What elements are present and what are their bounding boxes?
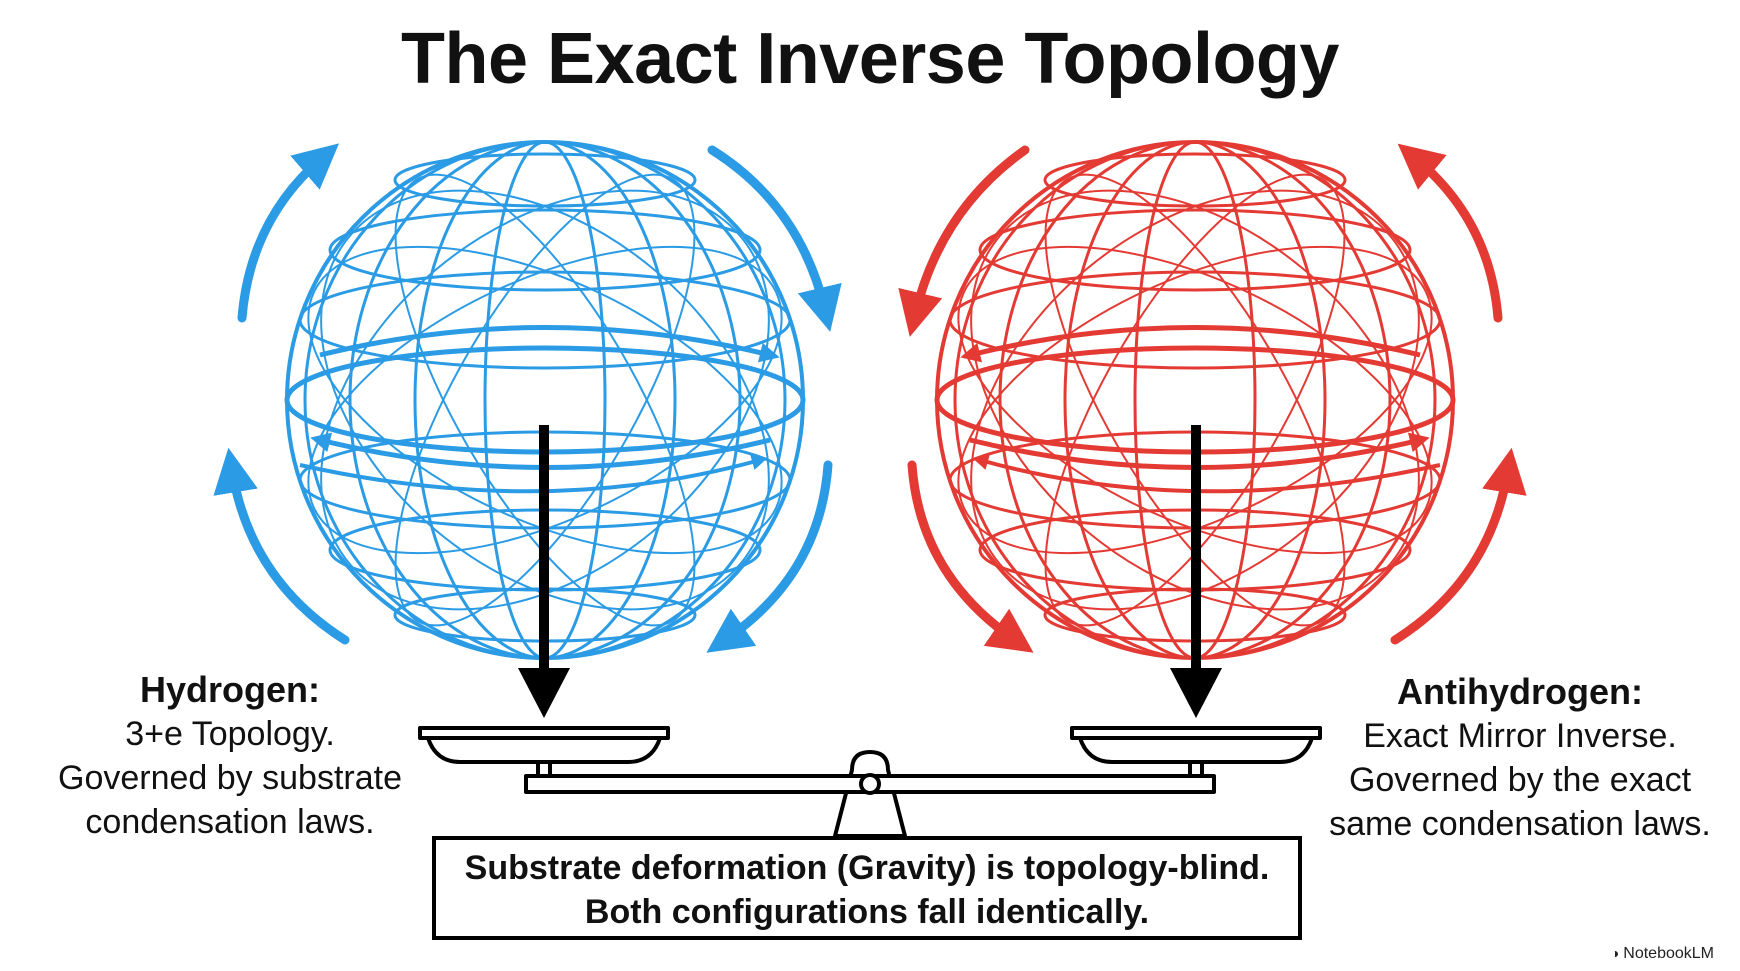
rotation-arrow-icon xyxy=(213,447,350,645)
hydrogen-heading: Hydrogen: xyxy=(140,669,320,710)
rotation-arrow-icon xyxy=(707,145,842,332)
rotation-arrow-icon xyxy=(898,145,1030,337)
antihydrogen-line-2: Governed by the exact xyxy=(1348,761,1692,799)
watermark: ◑NotebookLM xyxy=(1611,945,1714,963)
hydrogen-line-1: 3+e Topology. xyxy=(125,715,335,753)
antihydrogen-heading: Antihydrogen: xyxy=(1397,671,1643,712)
hydrogen-rotation-arrows xyxy=(213,143,842,653)
rotation-arrow-icon xyxy=(237,143,340,323)
rotation-arrow-icon xyxy=(907,460,1034,653)
rotation-arrow-icon xyxy=(1390,447,1527,645)
hydrogen-caption: Hydrogen: 3+e Topology. Governed by subs… xyxy=(30,668,430,844)
page-title: The Exact Inverse Topology xyxy=(401,19,1339,99)
gravity-arrows xyxy=(518,425,1222,718)
watermark-text: NotebookLM xyxy=(1623,945,1714,962)
hydrogen-line-3: condensation laws. xyxy=(85,803,375,841)
rotation-arrow-icon xyxy=(1397,143,1503,323)
conclusion-line-2: Both configurations fall identically. xyxy=(584,893,1150,931)
notebooklm-logo-icon: ◑ xyxy=(1610,945,1620,961)
hydrogen-line-2: Governed by substrate xyxy=(58,759,402,797)
rotation-arrow-icon xyxy=(706,460,833,653)
antihydrogen-rotation-arrows xyxy=(898,143,1527,653)
antihydrogen-caption: Antihydrogen: Exact Mirror Inverse. Gove… xyxy=(1310,670,1730,846)
antihydrogen-line-3: same condensation laws. xyxy=(1329,805,1711,843)
conclusion-line-1: Substrate deformation (Gravity) is topol… xyxy=(464,849,1270,887)
conclusion-box: Substrate deformation (Gravity) is topol… xyxy=(432,836,1302,940)
balance-scale-icon xyxy=(418,726,1322,838)
antihydrogen-line-1: Exact Mirror Inverse. xyxy=(1363,717,1677,755)
